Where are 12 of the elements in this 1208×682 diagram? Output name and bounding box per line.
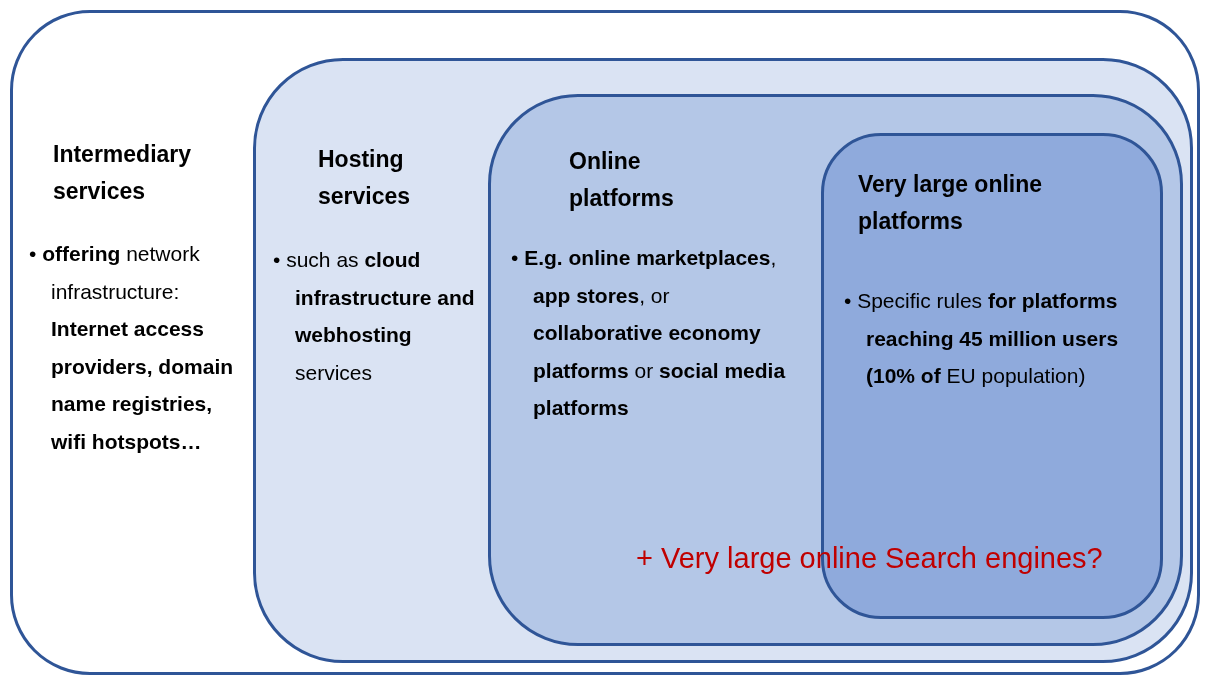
rounded-box — [488, 94, 1183, 646]
box-heading: Hosting services — [318, 145, 412, 211]
box-heading: Intermediary services — [53, 140, 193, 206]
box-heading: Online platforms — [569, 147, 675, 213]
rounded-box — [253, 58, 1193, 663]
bullet-text: • Specific rules for platforms reaching 45 million users (10% of EU population) — [844, 288, 1120, 389]
note-text: + Very large online Search engines? — [636, 541, 1103, 576]
bullet-text: • offering network infrastructure: Internet access providers, domain name registries, wifi hotspots… — [29, 241, 235, 455]
box-heading: Very large online platforms — [858, 170, 1044, 236]
rounded-box — [10, 10, 1200, 675]
bullet-text: • such as cloud infrastructure and webhosting services — [273, 247, 476, 386]
bullet-text: • E.g. online marketplaces, app stores, or collaborative economy platforms or social media platforms — [511, 245, 787, 421]
